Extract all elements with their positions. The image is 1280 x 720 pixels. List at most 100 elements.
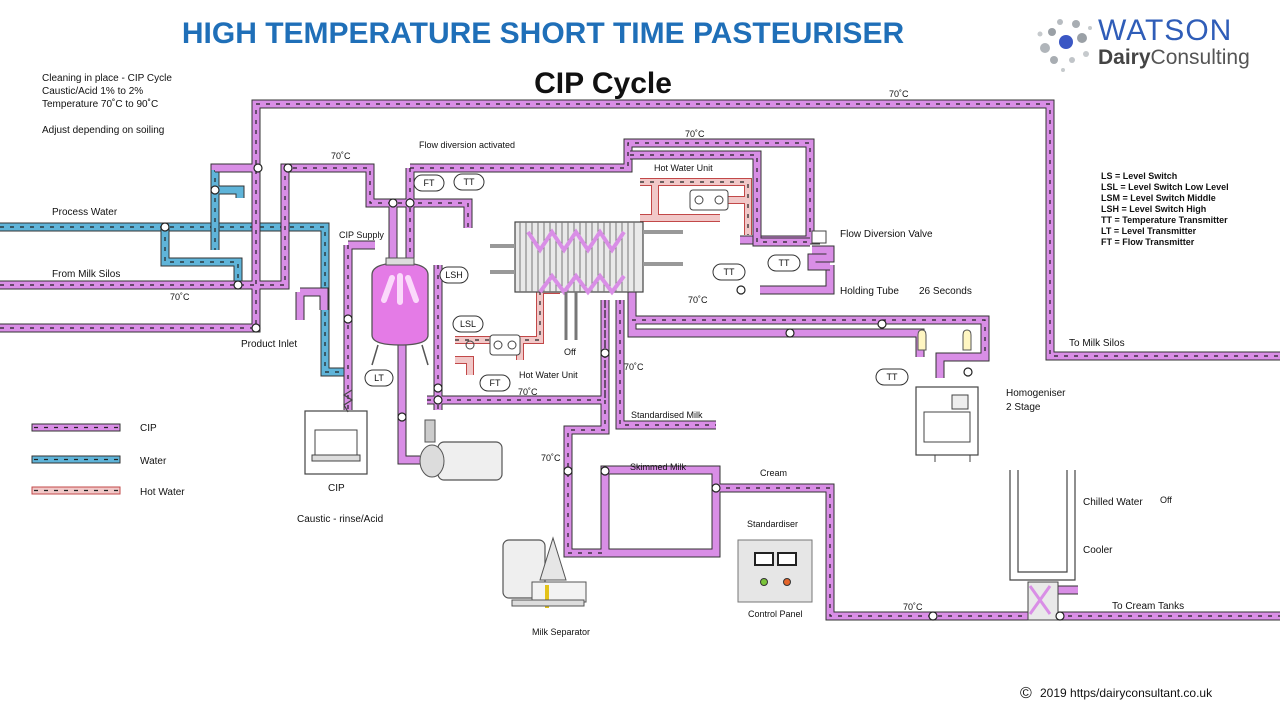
valve (600, 466, 610, 476)
centrifugal-pump (419, 419, 503, 481)
diagram-subtitle: CIP Cycle (534, 67, 672, 100)
instrument-label: LSL (460, 319, 476, 329)
label-holding-tube: Holding Tube (840, 286, 899, 297)
abbreviation-key: LS = Level Switch LSL = Level Switch Low… (1101, 171, 1229, 247)
cip-pipe-network (0, 99, 1280, 621)
instrument-label: TT (464, 177, 475, 187)
instrument-label: LSH (445, 270, 463, 280)
label-flow-diversion-activated: Flow diversion activated (419, 140, 515, 150)
instrument-label: FT (424, 178, 435, 188)
key-line: LT = Level Transmitter (1101, 226, 1197, 236)
instrument-tt-homogeniser: TT (875, 368, 909, 386)
valve (233, 280, 243, 290)
label-standardised-milk: Standardised Milk (631, 410, 703, 420)
pipe-legend: CIP Water Hot Water (31, 423, 185, 498)
hot-water-unit-bottom (465, 334, 521, 356)
temp-label: 70˚C (688, 295, 708, 305)
temp-label: 70˚C (624, 362, 644, 372)
flow-diversion-valve (811, 230, 827, 244)
key-line: FT = Flow Transmitter (1101, 237, 1195, 247)
holding-tube (807, 245, 835, 271)
label-cooler: Cooler (1083, 545, 1113, 556)
label-chilled-water: Chilled Water (1083, 497, 1143, 508)
label-control-panel: Control Panel (748, 609, 803, 619)
logo-dairy: Dairy (1098, 46, 1151, 69)
label-holding-seconds: 26 Seconds (919, 286, 972, 297)
valve (736, 285, 746, 295)
valve (283, 163, 293, 173)
instrument-ft-top: FT (413, 174, 445, 192)
key-line: TT = Temperature Transmitter (1101, 215, 1228, 225)
legend-item-cip: CIP (31, 423, 157, 434)
key-line: LSM = Level Switch Middle (1101, 193, 1216, 203)
page-title: HIGH TEMPERATURE SHORT TIME PASTEURISER (182, 17, 905, 50)
label-to-milk-silos: To Milk Silos (1069, 338, 1125, 349)
valve (785, 328, 795, 338)
instrument-ft-bottom: FT (479, 374, 511, 392)
valve (388, 198, 398, 208)
label-skimmed-milk: Skimmed Milk (630, 462, 687, 472)
label-cip-supply: CIP Supply (339, 230, 384, 240)
label-from-milk-silos: From Milk Silos (52, 269, 120, 280)
label-hot-water-unit-top: Hot Water Unit (654, 163, 713, 173)
key-line: LSL = Level Switch Low Level (1101, 182, 1229, 192)
temp-label: 70˚C (889, 89, 909, 99)
label-chilled-water-off: Off (1160, 495, 1172, 505)
label-flow-diversion-valve: Flow Diversion Valve (840, 229, 933, 240)
label-process-water: Process Water (52, 207, 118, 218)
copyright-text: 2019 https/dairyconsultant.co.uk (1040, 686, 1213, 700)
valve (711, 483, 721, 493)
valve (433, 395, 443, 405)
dot-cluster-logo-icon (1037, 19, 1092, 72)
valve (600, 348, 610, 358)
milk-separator (502, 536, 587, 608)
legend-label: Water (140, 456, 167, 467)
valve (433, 383, 443, 393)
legend-item-water: Water (31, 455, 167, 467)
temp-label: 70˚C (903, 602, 923, 612)
instrument-label: TT (779, 258, 790, 268)
label-milk-separator: Milk Separator (532, 627, 590, 637)
valve (877, 319, 887, 329)
valve (563, 466, 573, 476)
instrument-label: TT (887, 372, 898, 382)
legend-label: Hot Water (140, 487, 185, 498)
label-cip-unit: CIP (328, 483, 345, 494)
label-off-heat-exchanger: Off (564, 347, 576, 357)
homogeniser (915, 329, 979, 462)
valve (253, 163, 263, 173)
logo-line1: WATSON (1098, 14, 1232, 47)
label-product-inlet: Product Inlet (241, 339, 297, 350)
label-cream: Cream (760, 468, 787, 478)
legend-label: CIP (140, 423, 157, 434)
instrument-label: TT (724, 267, 735, 277)
note-line-4: Adjust depending on soiling (42, 125, 164, 136)
label-homogeniser: Homogeniser (1006, 388, 1066, 399)
temp-label: 70˚C (170, 292, 190, 302)
instrument-lsl: LSL (452, 315, 484, 333)
instrument-lt: LT (364, 369, 394, 387)
temp-label: 70˚C (331, 151, 351, 161)
note-line-3: Temperature 70˚C to 90˚C (42, 98, 158, 110)
instrument-label: LT (374, 373, 384, 383)
hot-water-pipe-network (455, 178, 752, 375)
label-caustic-rinse-acid: Caustic - rinse/Acid (297, 514, 383, 525)
temp-label: 70˚C (685, 129, 705, 139)
valve (397, 412, 407, 422)
label-to-cream-tanks: To Cream Tanks (1112, 601, 1184, 612)
note-line-2: Caustic/Acid 1% to 2% (42, 86, 143, 97)
valve (160, 222, 170, 232)
valve (251, 323, 261, 333)
balance-tank (371, 257, 429, 366)
instrument-label: FT (490, 378, 501, 388)
valve (405, 198, 415, 208)
instrument-tt-holding-1: TT (712, 263, 746, 281)
temp-label: 70˚C (541, 453, 561, 463)
label-standardiser: Standardiser (747, 519, 798, 529)
copyright-icon: © (1020, 685, 1032, 702)
legend-item-hot-water: Hot Water (31, 486, 185, 498)
pipe-valves (160, 163, 1065, 621)
logo-consulting: Consulting (1151, 46, 1250, 69)
label-homogeniser-stage: 2 Stage (1006, 402, 1041, 413)
